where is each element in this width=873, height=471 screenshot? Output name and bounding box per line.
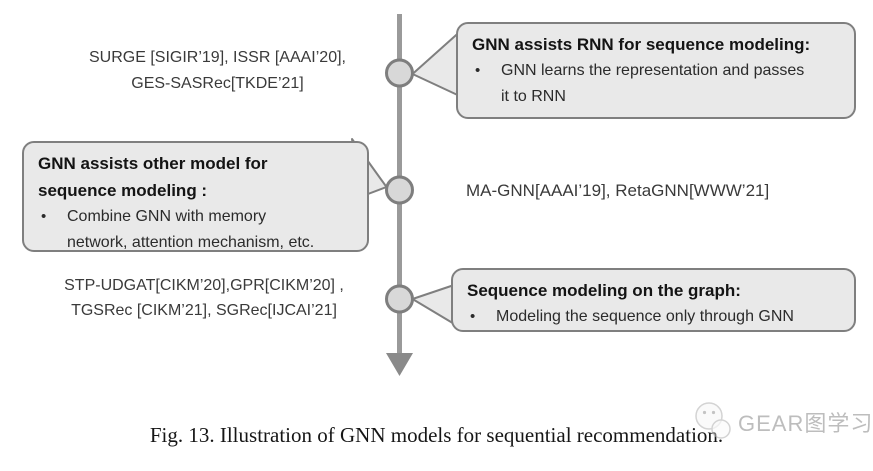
label-line: STP-UDGAT[CIKM’20],GPR[CIKM’20] , (64, 277, 344, 294)
callout-title: GNN assists other model for sequence mod… (38, 154, 268, 200)
watermark: GEAR图学习 (690, 399, 873, 445)
callout-gnn-assists-rnn: GNN assists RNN for sequence modeling: •… (456, 22, 856, 119)
bullet-icon: • (470, 308, 476, 325)
bullet-icon: • (41, 208, 47, 225)
callout-bullet-item: • GNN learns the representation and pass… (472, 58, 840, 110)
label-line: SURGE [SIGIR’19], ISSR [AAAI’20], (89, 49, 346, 66)
bullet-icon: • (475, 62, 481, 79)
label-top-left-models: SURGE [SIGIR’19], ISSR [AAAI’20], GES-SA… (55, 45, 380, 97)
timeline-node-1 (385, 58, 414, 88)
watermark-text: GEAR图学习 (738, 411, 873, 436)
callout-bullet-text: Combine GNN with memory network, attenti… (67, 208, 315, 251)
watermark-logo-icon (695, 402, 731, 439)
arrowhead-down-icon (386, 353, 413, 376)
label-line: GES-SASRec[TKDE’21] (131, 75, 304, 92)
callout-bullet-text: GNN learns the representation and passes… (501, 62, 805, 105)
callout-sequence-on-graph: Sequence modeling on the graph: • Modeli… (451, 268, 856, 332)
callout-title: GNN assists RNN for sequence modeling: (472, 35, 811, 54)
label-line: MA-GNN[AAAI’19], RetaGNN[WWW’21] (466, 181, 770, 200)
timeline-node-3 (385, 284, 414, 314)
callout-title: Sequence modeling on the graph: (467, 281, 741, 300)
figure-caption: Fig. 13. Illustration of GNN models for … (149, 423, 724, 447)
callout-gnn-assists-other: GNN assists other model for sequence mod… (22, 141, 369, 252)
callout-bullet-item: • Modeling the sequence only through GNN (467, 304, 840, 330)
timeline-node-2 (385, 175, 414, 205)
callout-bullet-item: • Combine GNN with memory network, atten… (38, 204, 353, 256)
label-mid-right-models: MA-GNN[AAAI’19], RetaGNN[WWW’21] (466, 180, 826, 202)
callout-bullet-text: Modeling the sequence only through GNN (496, 308, 794, 325)
label-bottom-left-models: STP-UDGAT[CIKM’20],GPR[CIKM’20] , TGSRec… (28, 273, 380, 323)
label-line: TGSRec [CIKM’21], SGRec[IJCAI’21] (71, 302, 337, 319)
